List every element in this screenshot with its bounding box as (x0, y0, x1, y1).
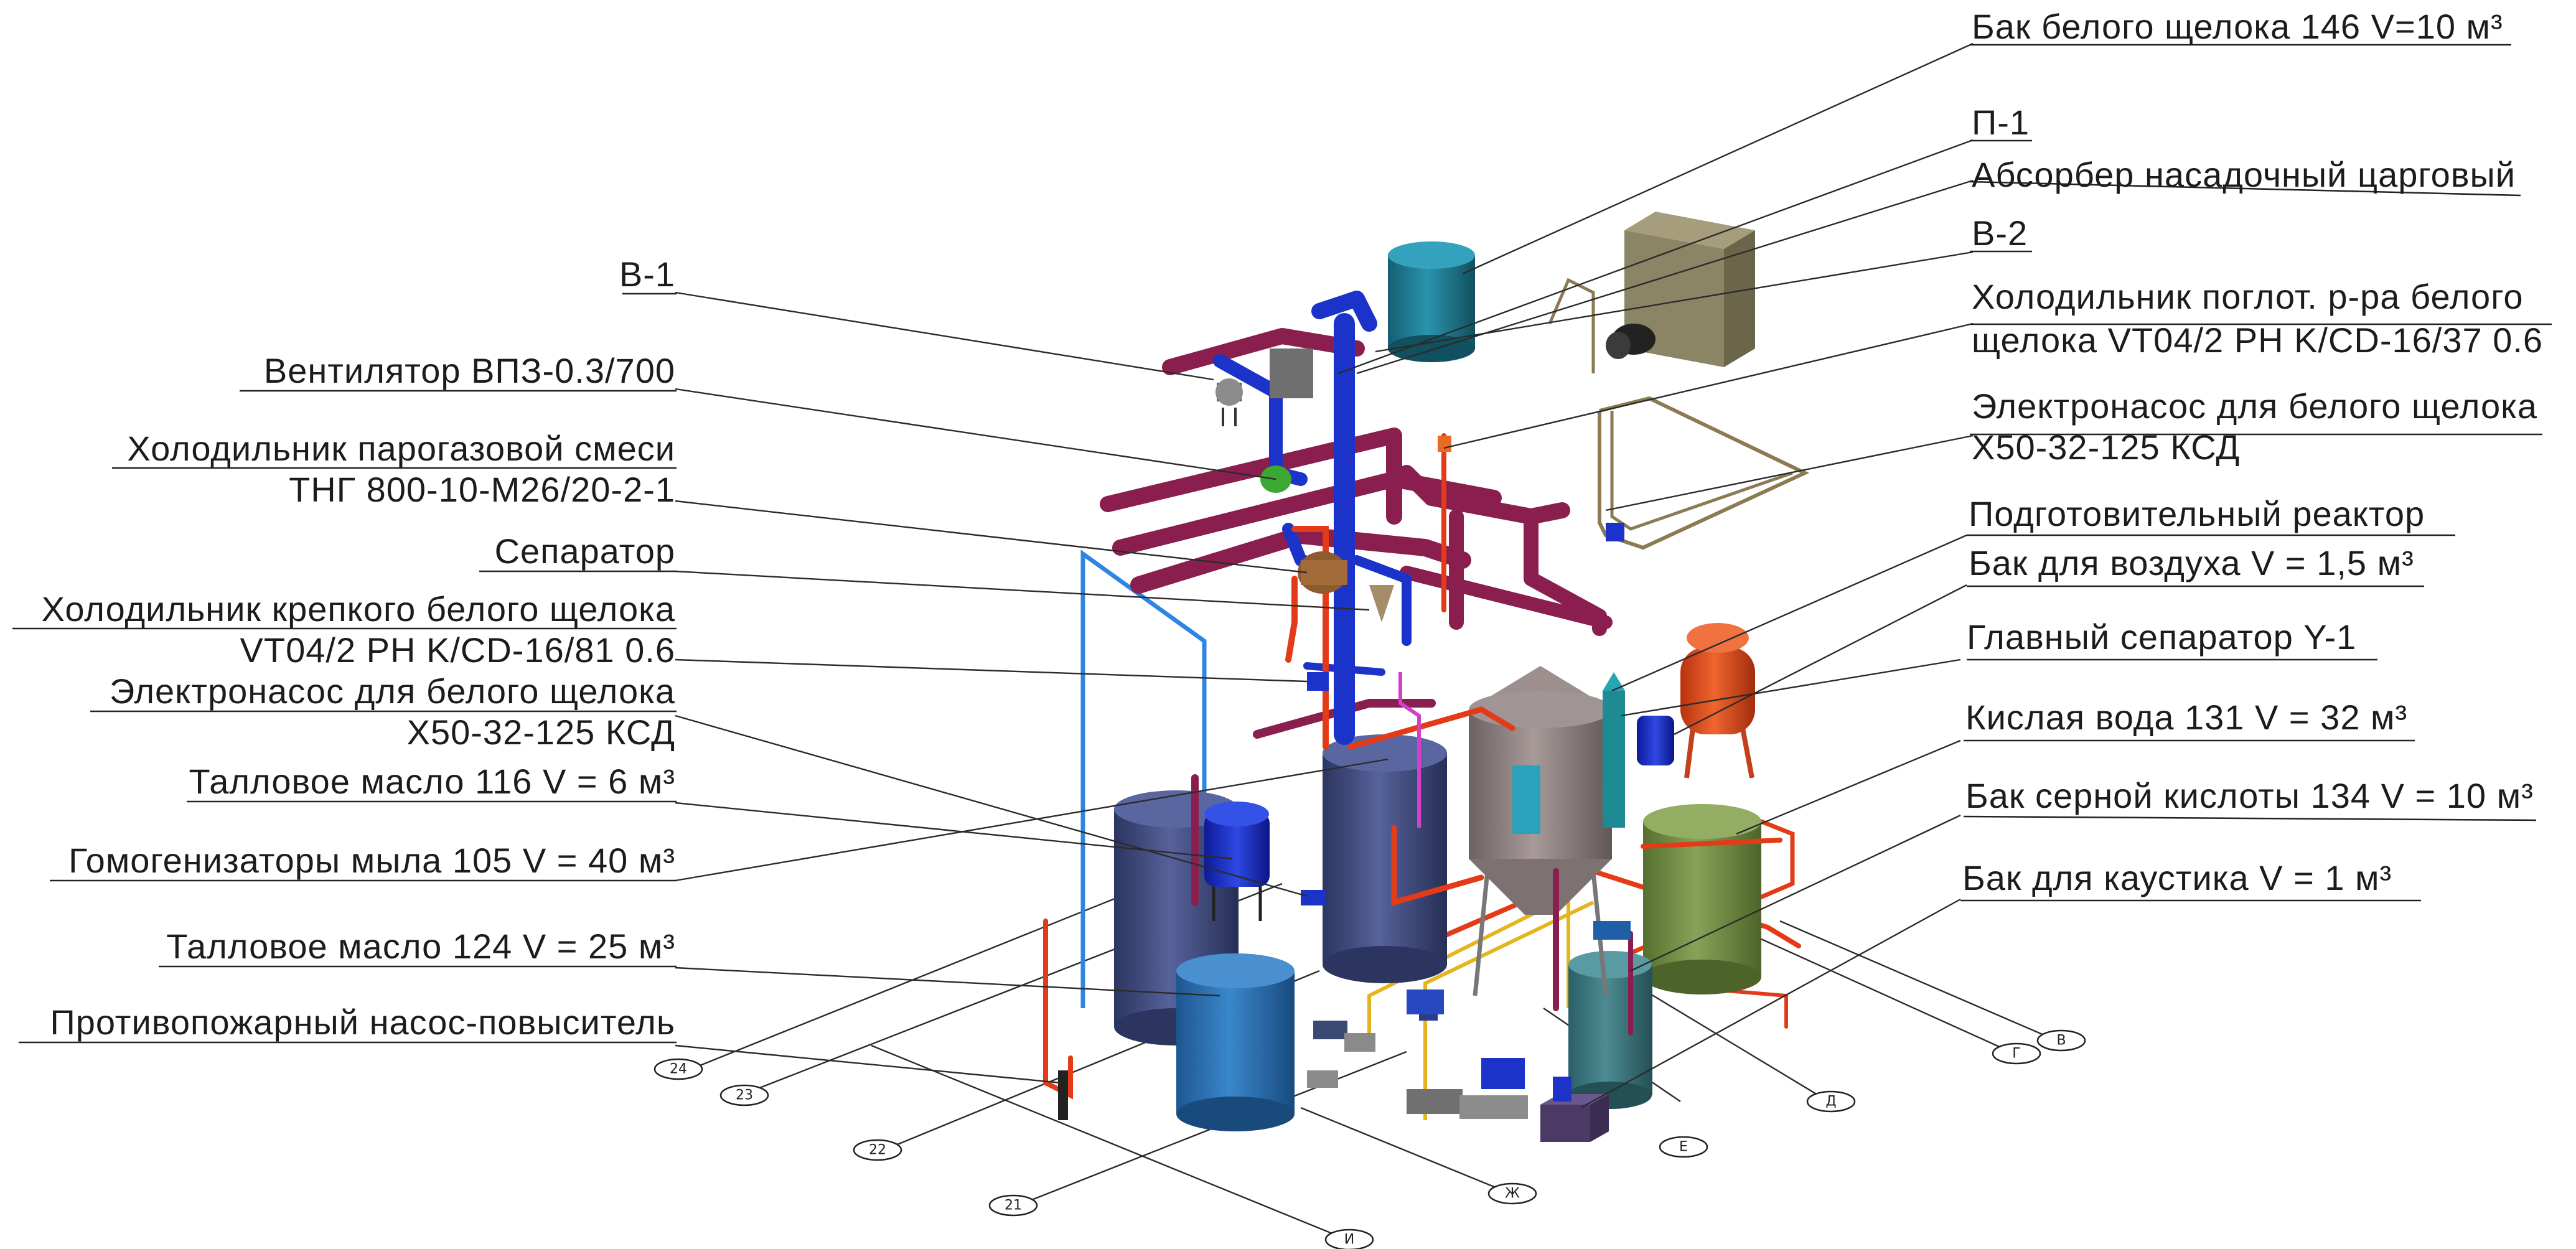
tank-kislaya-voda-131 (1643, 804, 1761, 994)
ventilyator-b1 (1215, 378, 1243, 426)
label-v-2: В-2 (1972, 213, 2028, 253)
bak-vozduha-vessel (1637, 716, 1674, 765)
axis-bubble-i: И (1324, 1228, 1374, 1249)
label-kislaya-voda: Кислая вода 131 V = 32 м³ (1965, 698, 2407, 737)
pump-icon (1301, 890, 1326, 905)
label-glav-separator: Главный сепаратор Y-1 (1967, 617, 2356, 657)
axis-bubble-label: Д (1825, 1094, 1836, 1110)
axis-bubble-label: Е (1679, 1139, 1688, 1155)
leader-lines (12, 42, 2552, 1109)
label-bak-kaustika: Бак для каустика V = 1 м³ (1962, 858, 2392, 897)
tank-sernoy-kisloty-134 (1568, 951, 1652, 1109)
label-holod-krep-line2: VT04/2 PH K/CD-16/81 0.6 (240, 630, 675, 670)
axis-bubble-label: 23 (736, 1088, 753, 1103)
pump-icon (1481, 1058, 1525, 1089)
labels-left: В-1 Вентилятор ВПЗ-0.3/700 Холодильник п… (42, 255, 675, 1042)
axis-bubble-label: 24 (670, 1062, 687, 1077)
valve-icon (1438, 436, 1451, 452)
separator-vessel (1270, 349, 1313, 398)
pump-base-icon (1407, 1089, 1463, 1114)
label-holod-krep-line1: Холодильник крепкого белого щелока (42, 589, 675, 629)
pump-base-icon (1459, 1095, 1528, 1119)
main-pipes (1100, 291, 1782, 1036)
tank-kaustika (1540, 1094, 1609, 1142)
label-holod-poglot-line1: Холодильник поглот. р-ра белого (1972, 277, 2524, 316)
tank-vozduha (1680, 623, 1755, 779)
label-gomogen: Гомогенизаторы мыла 105 V = 40 м³ (68, 841, 675, 880)
axis-bubble-23: 23 (719, 1084, 769, 1106)
tank-tallovoe-116 (1204, 802, 1270, 921)
axis-bubble-zh: Ж (1487, 1182, 1537, 1205)
separator-cone (1369, 585, 1394, 622)
label-ventilyator: Вентилятор ВПЗ-0.3/700 (264, 351, 675, 390)
labels-right: Бак белого щелока 146 V=10 м³ П-1 Абсорб… (1962, 7, 2543, 897)
label-elektronasos-right-line2: Х50-32-125 КСД (1972, 428, 2240, 467)
label-protivopozh: Противопожарный насос-повыситель (50, 1003, 675, 1042)
label-elektronasos-left-line2: Х50-32-125 КСД (407, 713, 675, 752)
label-separator: Сепаратор (495, 531, 675, 571)
label-tall-116: Талловое масло 116 V = 6 м³ (189, 762, 675, 801)
axis-bubble-v: В (2036, 1029, 2086, 1052)
axis-bubble-label: И (1344, 1232, 1354, 1248)
axis-bubble-label: В (2056, 1033, 2066, 1049)
podgotovitelny-reaktor (1469, 666, 1612, 996)
axis-bubbles: 24 23 22 21 И Ж Е Д (653, 1029, 2086, 1249)
holodilnik-paro-body (1301, 560, 1347, 585)
pump-icon (1553, 1077, 1571, 1102)
axis-bubble-label: Г (2012, 1046, 2020, 1062)
pump-base-icon (1344, 1033, 1375, 1052)
pump-icon (1606, 523, 1624, 541)
axis-bubble-22: 22 (853, 1139, 902, 1161)
label-bak-vozduha: Бак для воздуха V = 1,5 м³ (1969, 543, 2414, 582)
pump-base-icon (1307, 1070, 1338, 1088)
protivopozharny-nasos-icon (1058, 1070, 1068, 1120)
axis-bubble-label: 22 (869, 1143, 886, 1158)
axis-bubble-24: 24 (653, 1058, 703, 1080)
label-holod-paro-line1: Холодильник парогазовой смеси (127, 429, 675, 468)
label-elektronasos-left-line1: Электронасос для белого щелока (110, 671, 675, 711)
pump-icon (1407, 989, 1444, 1014)
tank-navy-center (1323, 734, 1447, 983)
equipment-small (1058, 349, 1631, 1120)
tank-tallovoe-124 (1176, 953, 1295, 1131)
label-p-1: П-1 (1972, 103, 2030, 142)
axis-bubble-label: 21 (1005, 1198, 1022, 1214)
axis-bubble-label: Ж (1505, 1186, 1520, 1202)
pump-icon (1593, 921, 1631, 940)
elektronasos-pump-icon (1307, 672, 1329, 691)
absorber-nasadochny (1606, 212, 1755, 367)
label-tall-124: Талловое масло 124 V = 25 м³ (166, 927, 675, 966)
tank-belogo-shcheloka-146 (1388, 241, 1475, 362)
label-v-1: В-1 (619, 255, 675, 294)
label-holod-paro-line2: ТНГ 800-10-М26/20-2-1 (289, 470, 675, 509)
label-bak-sernoy: Бак серной кислоты 134 V = 10 м³ (1965, 776, 2534, 815)
label-absorber: Абсорбер насадочный царговый (1972, 155, 2516, 194)
label-bak-belogo-shcheloka-146: Бак белого щелока 146 V=10 м³ (1972, 7, 2503, 46)
pump-icon (1313, 1021, 1347, 1039)
axis-bubble-d: Д (1806, 1090, 1856, 1113)
label-podgot-reaktor: Подготовительный реактор (1969, 494, 2425, 533)
axis-bubble-g: Г (1992, 1042, 2041, 1065)
label-holod-poglot-line2: щелока VT04/2 PH K/CD-16/37 0.6 (1972, 320, 2543, 360)
label-elektronasos-right-line1: Электронасос для белого щелока (1972, 386, 2537, 426)
axis-bubble-21: 21 (988, 1194, 1038, 1217)
axis-bubble-e: Е (1659, 1136, 1708, 1158)
glavny-separator-y1 (1603, 672, 1625, 828)
